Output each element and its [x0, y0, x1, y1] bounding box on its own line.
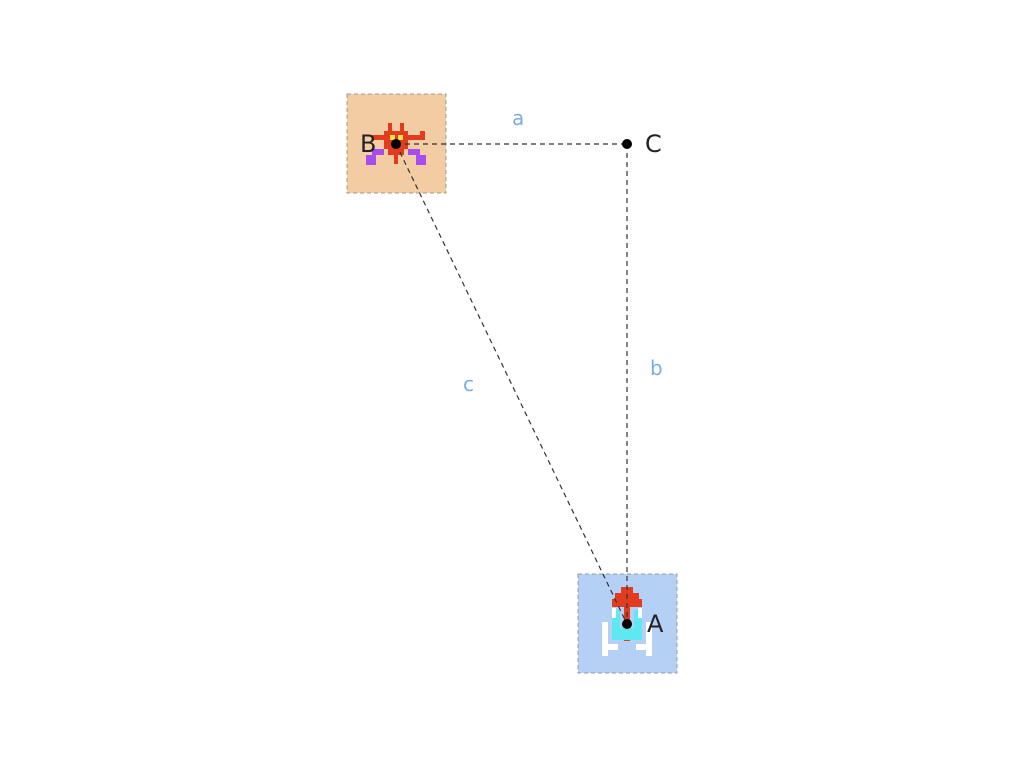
point-a	[622, 619, 632, 629]
point-b	[391, 139, 401, 149]
point-c-label: C	[645, 130, 662, 158]
side-c-label: c	[463, 372, 474, 396]
side-b-label: b	[650, 356, 663, 380]
side-c-line	[395, 143, 628, 625]
point-a-label: A	[647, 610, 664, 638]
point-b-label: B	[360, 130, 376, 158]
point-c	[622, 139, 632, 149]
side-a-label: a	[512, 106, 524, 130]
